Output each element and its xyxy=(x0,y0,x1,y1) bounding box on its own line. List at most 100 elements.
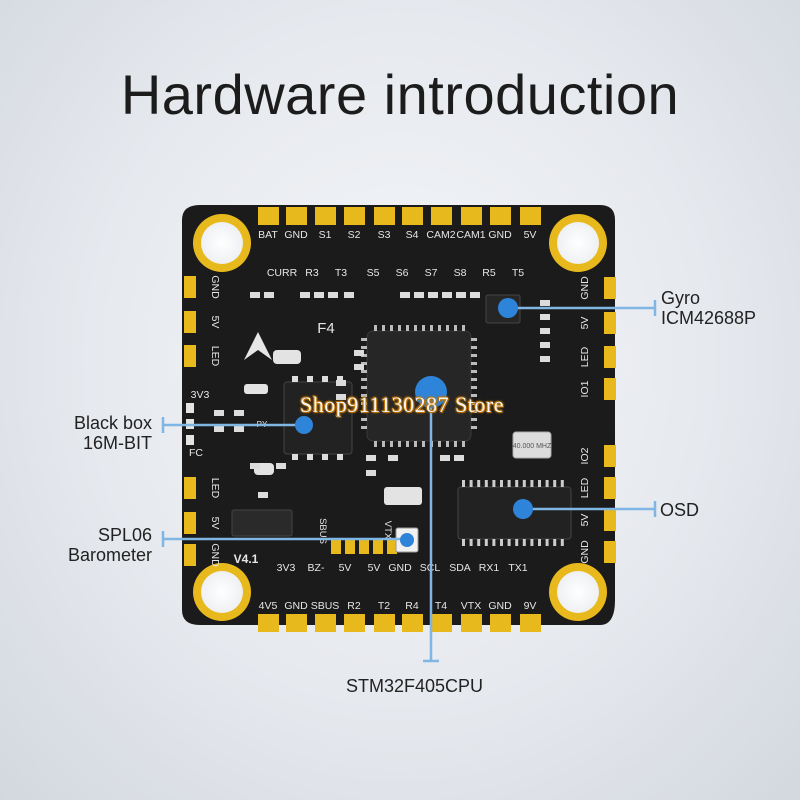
label-left-3v3: 3V3 xyxy=(191,389,210,401)
page-title: Hardware introduction xyxy=(120,63,680,126)
label-bottom-row1-8: TX1 xyxy=(508,562,527,574)
pad-top-2 xyxy=(315,207,336,225)
solder-pads xyxy=(184,207,616,632)
label-bottom-row1-6: SDA xyxy=(449,562,471,574)
callout-dots xyxy=(295,298,533,547)
gyro-label: Gyro xyxy=(661,288,701,308)
label-bottom-row1-7: RX1 xyxy=(479,562,500,574)
label-left-2: GND xyxy=(209,543,221,567)
cpu-dot xyxy=(415,376,447,408)
label-top-row2-8: T5 xyxy=(512,267,524,279)
label-bottom-row2-8: GND xyxy=(488,600,512,612)
label-bottom-row1-4: GND xyxy=(388,562,412,574)
board-version: V4.1 xyxy=(234,552,259,566)
pad-bottom-3 xyxy=(344,614,365,632)
blackbox-label: Black box xyxy=(73,413,152,433)
label-bottom-row1-1: BZ- xyxy=(308,562,325,574)
crystal xyxy=(512,431,552,459)
label-top-row1-2: S1 xyxy=(319,229,332,241)
osd-label: OSD xyxy=(660,500,700,520)
pad-top-7 xyxy=(461,207,482,225)
label-sbus-small: SBUS xyxy=(317,518,328,544)
label-top-row2-5: S7 xyxy=(425,267,438,279)
blackbox-dot xyxy=(295,416,313,434)
logo-icon xyxy=(244,332,272,360)
pad-top-9 xyxy=(520,207,541,225)
label-top-row1-3: S2 xyxy=(348,229,361,241)
pad-right-right_lower-2 xyxy=(604,509,616,531)
label-top-row2-2: T3 xyxy=(335,267,347,279)
pad-bottom-6 xyxy=(431,614,452,632)
pad-top-1 xyxy=(286,207,307,225)
pad-right-right_lower-3 xyxy=(604,541,616,563)
label-bottom-row2-0: 4V5 xyxy=(259,600,278,612)
pad-top-8 xyxy=(490,207,511,225)
label-top-row1-5: S4 xyxy=(406,229,419,241)
label-bottom-row1-0: 3V3 xyxy=(277,562,296,574)
pad-bottom-9 xyxy=(520,614,541,632)
label-top-row1-9: 5V xyxy=(524,229,537,241)
barometer-dot xyxy=(400,533,414,547)
pad-top-6 xyxy=(431,207,452,225)
label-left-0: GND xyxy=(209,275,221,299)
blackbox-size: 16M-BIT xyxy=(82,433,152,453)
pad-bottom-4 xyxy=(374,614,395,632)
label-bottom-row2-6: T4 xyxy=(435,600,447,612)
label-bottom-row1-3: 5V xyxy=(368,562,381,574)
barometer-label: Barometer xyxy=(67,545,152,565)
pad-left-left_upper-1 xyxy=(184,311,196,333)
label-top-row2-0: CURR xyxy=(267,267,298,279)
label-left-1: 5V xyxy=(209,316,221,329)
cpu-label: STM32F405CPU xyxy=(346,676,484,696)
label-top-row2-1: R3 xyxy=(305,267,319,279)
pad-top-4 xyxy=(374,207,395,225)
label-vtx-small: VTX xyxy=(382,521,393,540)
cpu-callout: STM32F405CPU xyxy=(346,676,483,696)
mounting-holes xyxy=(193,214,607,621)
pad-right-right_lower-1 xyxy=(604,477,616,499)
label-right-2: 5V xyxy=(579,514,591,527)
pad-left-left_lower-2 xyxy=(184,544,196,566)
callout-lines xyxy=(161,300,657,663)
osd-callout: OSD xyxy=(660,500,699,520)
pad-bottom-5 xyxy=(402,614,423,632)
pad-top-0 xyxy=(258,207,279,225)
barometer-part: SPL06 xyxy=(97,525,152,545)
label-top-row2-4: S6 xyxy=(396,267,409,279)
label-bottom-row2-2: SBUS xyxy=(311,600,340,612)
label-top-row1-6: CAM2 xyxy=(426,229,455,241)
pad-left-left_upper-2 xyxy=(184,345,196,367)
label-top-row2-6: S8 xyxy=(454,267,467,279)
label-bottom-row1-2: 5V xyxy=(339,562,352,574)
osd-dot xyxy=(513,499,533,519)
label-bottom-row2-3: R2 xyxy=(347,600,361,612)
pad-left-left_lower-1 xyxy=(184,512,196,534)
label-right-0: GND xyxy=(579,276,591,300)
label-bottom-row2-4: T2 xyxy=(378,600,390,612)
label-right-0: IO2 xyxy=(579,447,591,464)
label-top-row1-7: CAM1 xyxy=(456,229,485,241)
label-bottom-row2-7: VTX xyxy=(461,600,481,612)
barometer-callout: SPL06 Barometer xyxy=(30,525,152,565)
label-right-2: LED xyxy=(579,346,591,367)
pad-bottom-0 xyxy=(258,614,279,632)
label-top-row1-4: S3 xyxy=(378,229,391,241)
label-bottom-row2-1: GND xyxy=(284,600,308,612)
gyro-part: ICM42688P xyxy=(661,308,757,328)
label-left-1: 5V xyxy=(209,517,221,530)
store-watermark: Shop911130287 Store xyxy=(299,392,505,417)
pad-right-right_upper-2 xyxy=(604,346,616,368)
label-bottom-row2-5: R4 xyxy=(405,600,419,612)
pad-top-5 xyxy=(402,207,423,225)
label-top-row1-0: BAT xyxy=(258,229,278,241)
pad-top-3 xyxy=(344,207,365,225)
pad-bottom-8 xyxy=(490,614,511,632)
label-top-row2-3: S5 xyxy=(367,267,380,279)
board-model: F4 xyxy=(317,320,335,337)
label-right-3: GND xyxy=(579,540,591,564)
blackbox-callout: Black box 16M-BIT xyxy=(40,413,152,453)
label-right-1: 5V xyxy=(579,317,591,330)
label-top-row1-8: GND xyxy=(488,229,512,241)
